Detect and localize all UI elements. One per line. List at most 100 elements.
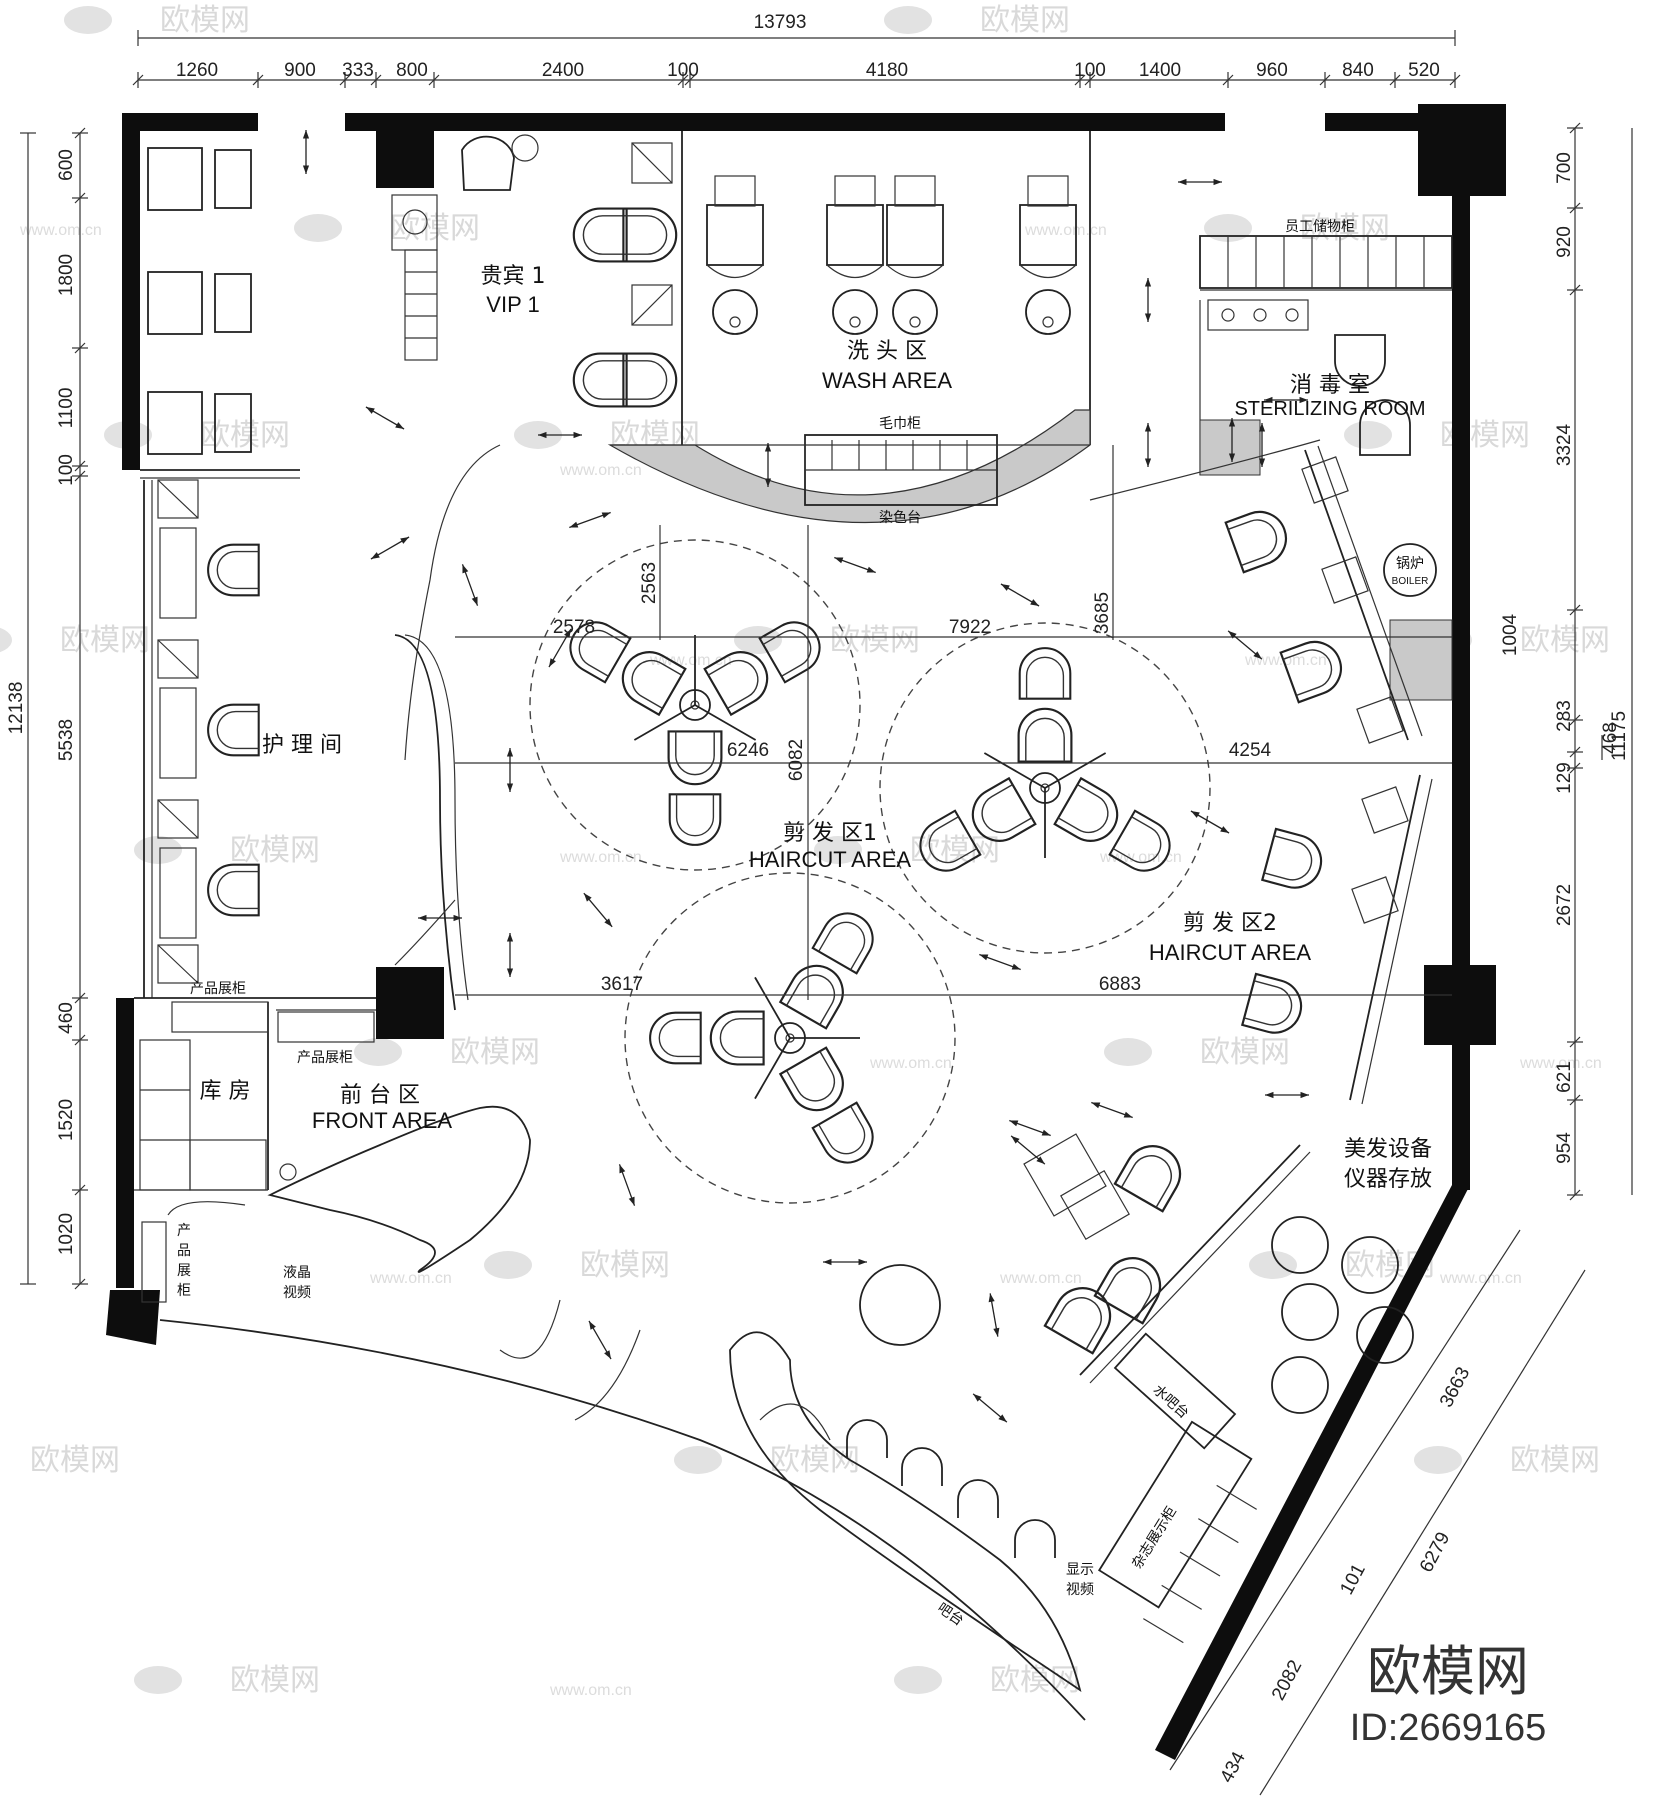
- sofa-logo-icon: [814, 836, 862, 864]
- product-vertical-1: 产: [177, 1223, 191, 1239]
- chair-outline: [811, 912, 874, 975]
- chair: [778, 964, 844, 1030]
- wash-bed: [886, 204, 944, 266]
- dim-right-1: 700: [1554, 152, 1575, 184]
- side-cabinet: [1321, 556, 1369, 604]
- chair-outline: [778, 964, 844, 1030]
- front-label-cn: 前 台 区: [340, 1083, 420, 1108]
- dim-int-5: 6246: [727, 740, 769, 761]
- top-dimension-lines: 13793 1260 900 333 800 2400 100 4180 100…: [132, 12, 1461, 88]
- sofa-logo-icon: [884, 6, 932, 34]
- dimension-tick: [74, 342, 86, 354]
- dim-right-6: 129: [1554, 762, 1575, 794]
- chair-outline: [1240, 972, 1303, 1034]
- chair: [1260, 827, 1323, 889]
- front-label-en: FRONT AREA: [312, 1108, 453, 1133]
- chair: [1017, 707, 1073, 763]
- wash-label-en: WASH AREA: [822, 368, 952, 393]
- chair: [569, 621, 632, 684]
- watermark-text: 欧模网: [1200, 1035, 1290, 1070]
- chair-inner: [719, 1018, 764, 1058]
- care-cabinet-diagonal: [157, 799, 199, 839]
- haircut2-label-cn: 剪 发 区2: [1183, 911, 1277, 936]
- wash-basin: [1025, 289, 1071, 335]
- dimension-tick: [1569, 1189, 1581, 1201]
- flow-arrowhead: [979, 954, 989, 961]
- station-mirror: [754, 1037, 791, 1100]
- flow-arrowhead: [1123, 1111, 1133, 1118]
- vip-label-en: VIP 1: [486, 292, 539, 317]
- chair: [207, 543, 260, 597]
- product-vertical-4: 柜: [177, 1283, 191, 1299]
- chair-inner: [707, 659, 759, 710]
- flow-arrowhead: [400, 537, 410, 544]
- sofa-logo-icon: [0, 627, 12, 653]
- care-cabinet: [157, 639, 199, 679]
- cabinet-divider: [1161, 1584, 1202, 1610]
- dim-top-8: 100: [1074, 60, 1106, 81]
- product-cabinet-label-1: 产品展柜: [190, 981, 246, 997]
- station-mirror: [694, 704, 757, 741]
- dimension-tick: [684, 74, 696, 86]
- flow-arrowhead: [1228, 630, 1237, 639]
- water-bar-label: 水吧台: [1150, 1382, 1192, 1422]
- wash-drain: [729, 316, 741, 328]
- sofa-logo-icon: [64, 6, 112, 34]
- chair-outline: [207, 703, 260, 757]
- watermark-text: 欧模网: [830, 623, 920, 658]
- round-table: [1271, 1356, 1329, 1414]
- dimension-tick: [1569, 202, 1581, 214]
- bar-stool: [846, 1419, 888, 1458]
- dimension-tick: [1569, 1094, 1581, 1106]
- flow-arrowhead: [418, 914, 427, 922]
- flow-arrowhead: [1258, 423, 1266, 432]
- wash-bed-neck: [886, 264, 944, 278]
- dim-right-extra: 468: [1600, 722, 1621, 754]
- chair-inner: [582, 215, 627, 255]
- vip-room: [147, 134, 539, 455]
- flow-arrowhead: [1000, 584, 1010, 591]
- chair-inner: [818, 921, 866, 971]
- sterilize-label-cn: 消 毒 室: [1290, 373, 1370, 398]
- chair-outline: [919, 809, 982, 872]
- dimension-tick: [74, 1278, 86, 1290]
- chair-inner: [582, 360, 627, 400]
- chair-inner: [216, 870, 259, 910]
- chair-outline: [778, 1046, 844, 1112]
- towel-cabinet-label: 毛巾柜: [879, 416, 921, 432]
- sofa-logo-icon: [134, 1666, 182, 1694]
- watermark-text: 欧模网: [230, 833, 320, 868]
- round-table: [1341, 1236, 1399, 1294]
- storeroom-label: 库 房: [200, 1079, 251, 1104]
- dim-top-3: 333: [342, 60, 374, 81]
- display-video-line-1: 显示: [1066, 1562, 1094, 1578]
- dimension-tick: [1084, 74, 1096, 86]
- dim-overall-left: 12138: [6, 682, 27, 735]
- wash-bed-rest: [894, 175, 936, 207]
- chair-outline: [1053, 776, 1119, 842]
- flow-arrowhead: [506, 968, 514, 977]
- flow-arrowhead: [573, 431, 582, 439]
- chair-inner: [216, 710, 259, 750]
- boiler-label-cn: 锅炉: [1396, 556, 1424, 572]
- chair-inner: [1057, 783, 1109, 834]
- dimension-tick: [1074, 74, 1086, 86]
- dim-left-6: 460: [56, 1002, 77, 1034]
- chair: [1018, 647, 1072, 700]
- wash-label-cn: 洗 头 区: [847, 339, 927, 364]
- flow-arrowhead: [1213, 178, 1222, 186]
- flow-arrowhead: [302, 165, 310, 174]
- flow-arrowhead: [1091, 1102, 1101, 1109]
- chair: [572, 207, 628, 263]
- watermark-text: 欧模网: [30, 1443, 120, 1478]
- flow-arrowhead: [1009, 1120, 1019, 1127]
- chair: [703, 651, 769, 717]
- flow-arrowhead: [1144, 458, 1152, 467]
- watermark-url: www.om.cn: [549, 1682, 632, 1699]
- watermark-text: 欧模网: [1300, 211, 1390, 246]
- wash-area: [572, 142, 1091, 524]
- dimension-tick: [74, 127, 86, 139]
- chair-outline: [649, 1011, 702, 1065]
- cabinet-divider: [1143, 1618, 1184, 1644]
- flow-arrowhead: [604, 1350, 611, 1360]
